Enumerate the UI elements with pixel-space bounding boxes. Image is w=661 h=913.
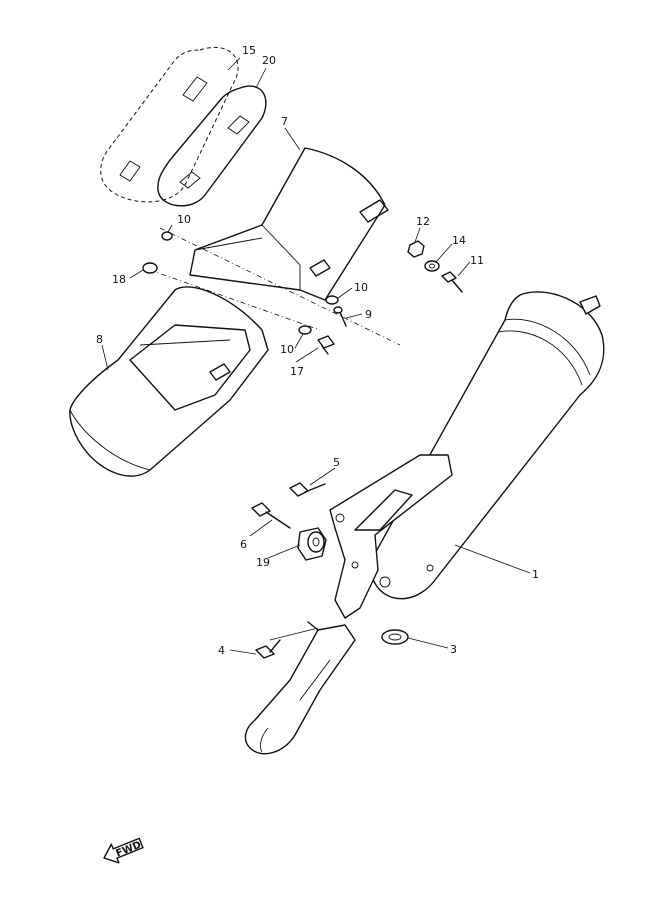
callout-15: 15 [242, 44, 256, 57]
damper-19 [297, 527, 327, 561]
centerline-a [159, 227, 401, 346]
callout-20: 20 [262, 54, 276, 67]
washer-14 [424, 260, 440, 272]
callout-11: 11 [470, 254, 484, 267]
washer-10-upper [161, 231, 173, 241]
callout-6: 6 [240, 538, 247, 551]
bolt-5 [289, 482, 326, 497]
callout-17: 17 [290, 365, 304, 378]
callout-5: 5 [333, 456, 340, 469]
mounting-bracket [329, 454, 453, 619]
callout-18: 18 [112, 273, 126, 286]
gasket-3 [381, 629, 409, 645]
callout-3: 3 [450, 643, 457, 656]
muffler-1 [370, 291, 605, 600]
callout-8: 8 [96, 333, 103, 346]
callout-10-lower: 10 [280, 343, 294, 356]
callout-9: 9 [365, 308, 372, 321]
forward-direction-arrow: FWD [103, 837, 144, 864]
callout-19: 19 [256, 556, 270, 569]
leader-lines [101, 57, 531, 655]
heat-shield-pad-15 [100, 46, 239, 203]
heat-cover-8 [69, 286, 269, 477]
bolt-4 [255, 639, 281, 659]
nut-12 [407, 240, 425, 258]
callout-4: 4 [218, 644, 225, 657]
heat-cover-7 [189, 147, 389, 301]
bolt-17 [317, 335, 335, 355]
washer-10-right [325, 295, 339, 305]
callout-7: 7 [281, 115, 288, 128]
arrow-left-icon [103, 837, 144, 864]
callout-10-upper: 10 [177, 213, 191, 226]
washer-10-lower [298, 325, 312, 335]
exhaust-pipe [244, 621, 356, 755]
grommet-18 [142, 262, 158, 274]
callout-14: 14 [452, 234, 466, 247]
bolt-6 [251, 502, 291, 529]
callout-12: 12 [416, 215, 430, 228]
heat-shield-pad-20 [157, 85, 267, 207]
bolt-11 [441, 271, 463, 293]
callout-1: 1 [532, 568, 539, 581]
callout-10-right: 10 [354, 281, 368, 294]
bolt-9 [333, 306, 347, 327]
